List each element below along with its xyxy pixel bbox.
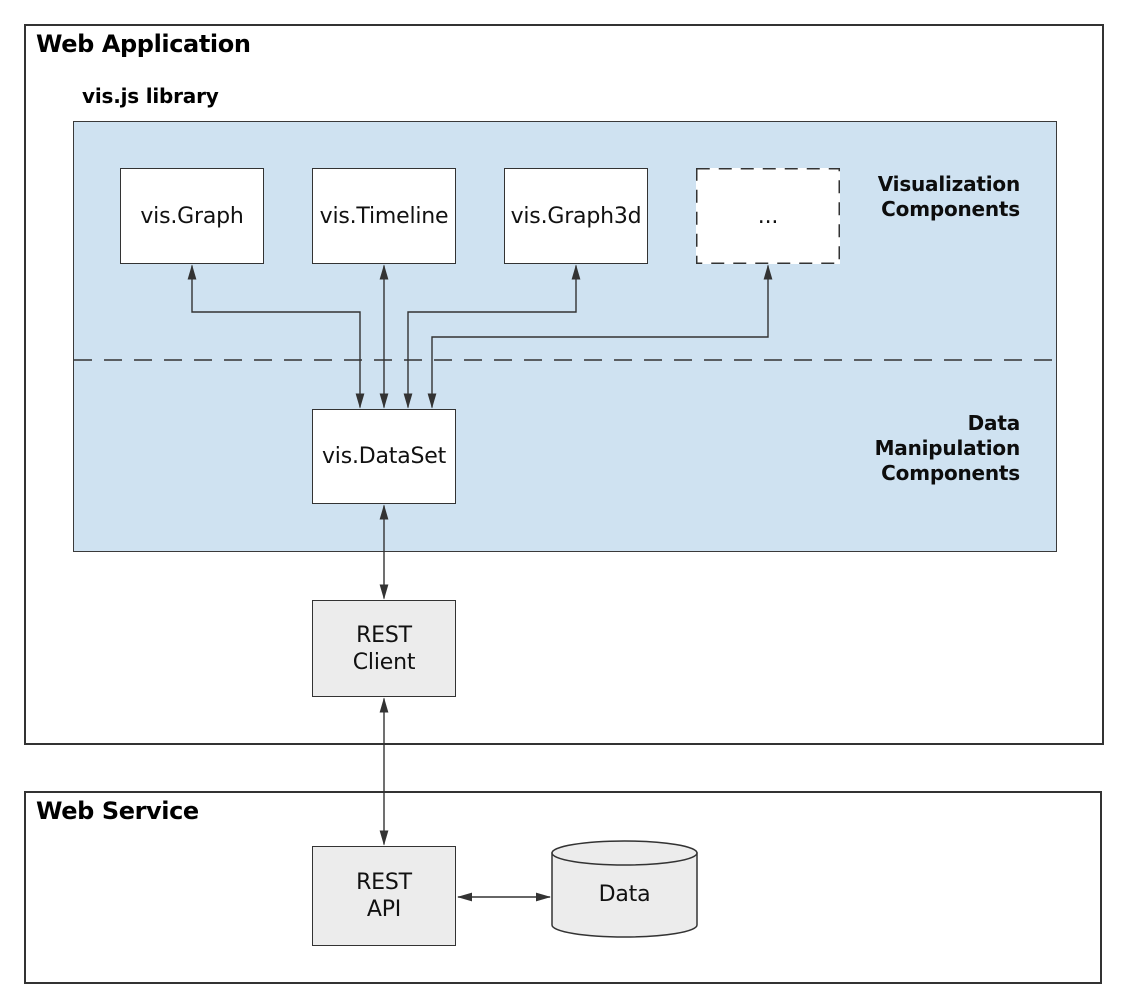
- node-vis-graph3d-label: vis.Graph3d: [510, 203, 642, 229]
- node-vis-timeline: vis.Timeline: [312, 168, 456, 264]
- node-rest-client-label-line2: Client: [352, 649, 416, 675]
- data-manipulation-components-label: Data Manipulation Components: [874, 411, 1021, 486]
- node-more-components: ...: [696, 168, 840, 264]
- node-vis-graph3d: vis.Graph3d: [504, 168, 648, 264]
- node-rest-api-label-line1: REST: [356, 870, 412, 895]
- node-vis-dataset-label: vis.DataSet: [321, 444, 447, 469]
- web-service-frame: [24, 791, 1102, 984]
- node-rest-client: REST Client: [312, 600, 456, 697]
- data-manipulation-label-line3: Components: [881, 461, 1020, 485]
- web-service-title: Web Service: [36, 797, 199, 825]
- data-manipulation-label-line1: Data: [967, 411, 1021, 435]
- web-application-title: Web Application: [36, 30, 251, 58]
- visualization-components-label-line2: Components: [881, 197, 1020, 221]
- node-rest-api-label-line2: API: [366, 897, 402, 922]
- node-more-components-label: ...: [757, 203, 779, 229]
- node-rest-api: REST API: [312, 846, 456, 946]
- data-manipulation-label-line2: Manipulation: [874, 436, 1021, 460]
- node-vis-timeline-label: vis.Timeline: [319, 203, 449, 229]
- node-vis-graph-label: vis.Graph: [140, 203, 244, 229]
- data-store-label: Data: [598, 882, 651, 907]
- web-application-frame: [24, 24, 1104, 745]
- node-rest-client-label-line1: REST: [356, 622, 412, 648]
- node-vis-dataset: vis.DataSet: [312, 409, 456, 504]
- visualization-components-label: Visualization Components: [878, 172, 1020, 222]
- vis-library-title: vis.js library: [82, 84, 219, 108]
- node-vis-graph: vis.Graph: [120, 168, 264, 264]
- visualization-components-label-line1: Visualization: [877, 172, 1020, 196]
